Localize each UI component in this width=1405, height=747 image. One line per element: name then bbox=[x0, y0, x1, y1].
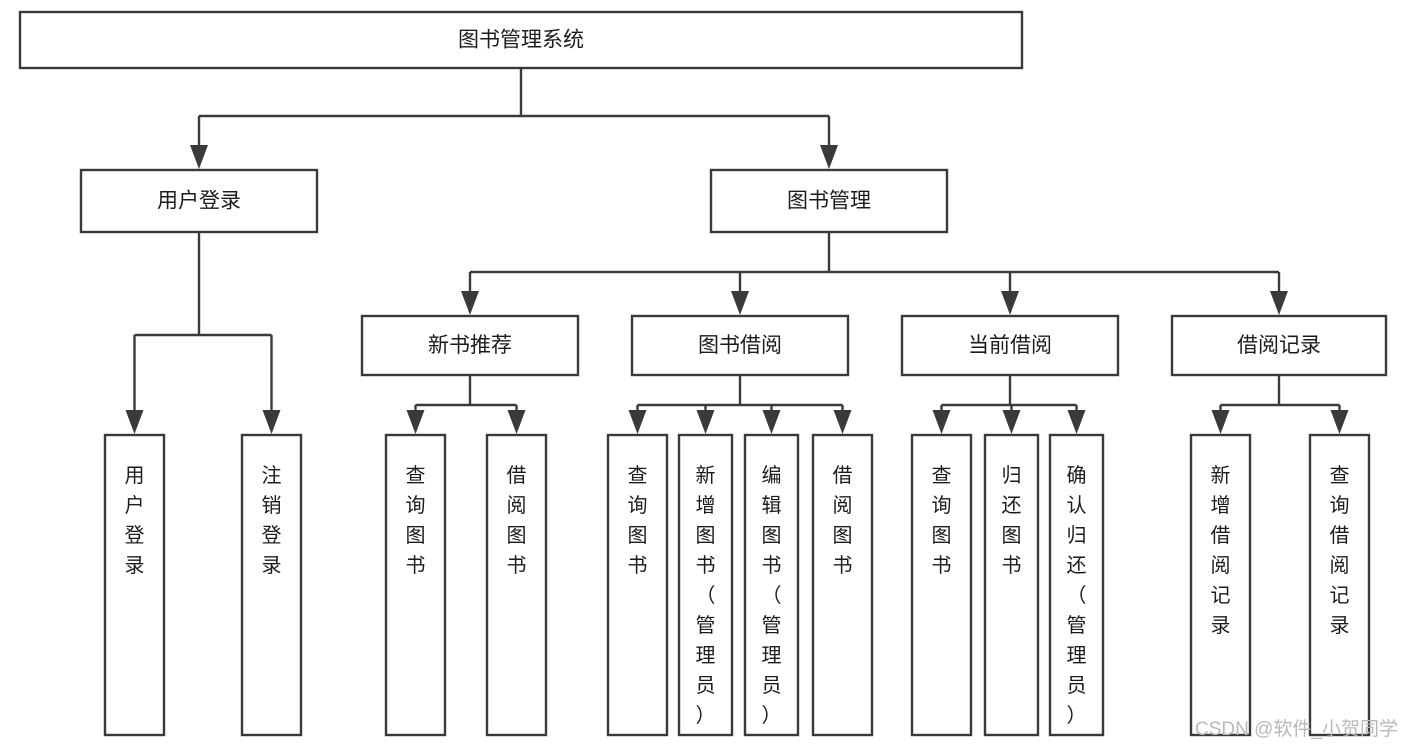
node-box[interactable] bbox=[606, 433, 669, 737]
node-leaf-return-book[interactable]: 归还图书 bbox=[983, 433, 1040, 737]
arrow-head-icon bbox=[1270, 291, 1288, 315]
node-box[interactable] bbox=[983, 433, 1040, 737]
node-label: 图书借阅 bbox=[698, 334, 782, 357]
node-leaf-edit-book-admin[interactable]: 编辑图书（管理员） bbox=[743, 433, 800, 737]
arrow-head-icon bbox=[507, 410, 526, 434]
node-label: 用户登录 bbox=[157, 190, 241, 213]
node-box[interactable] bbox=[900, 314, 1120, 377]
node-label: 借阅图书 bbox=[833, 464, 853, 577]
node-box[interactable] bbox=[103, 433, 166, 737]
node-leaf-add-book-admin[interactable]: 新增图书（管理员） bbox=[677, 433, 734, 737]
node-label: 新书推荐 bbox=[428, 334, 512, 357]
node-layer: 图书管理系统用户登录图书管理新书推荐图书借阅当前借阅借阅记录用户登录注销登录查询… bbox=[18, 10, 1388, 737]
arrow-head-icon bbox=[1002, 410, 1021, 434]
node-leaf-add-borrow-record[interactable]: 新增借阅记录 bbox=[1189, 433, 1252, 737]
node-leaf-borrow-book[interactable]: 借阅图书 bbox=[811, 433, 874, 737]
node-leaf-query-borrow-record[interactable]: 查询借阅记录 bbox=[1308, 433, 1371, 737]
node-box[interactable] bbox=[1048, 433, 1105, 737]
node-label: 借阅记录 bbox=[1237, 334, 1321, 357]
arrow-head-icon bbox=[190, 145, 208, 169]
node-leaf-user-login[interactable]: 用户登录 bbox=[103, 433, 166, 737]
node-current-borrow[interactable]: 当前借阅 bbox=[900, 314, 1120, 377]
arrow-head-icon bbox=[1067, 410, 1086, 434]
node-borrow-record[interactable]: 借阅记录 bbox=[1170, 314, 1388, 377]
node-book-manage[interactable]: 图书管理 bbox=[709, 168, 949, 234]
connector-layer bbox=[125, 68, 1349, 434]
node-label: 查询图书 bbox=[406, 464, 426, 577]
node-box[interactable] bbox=[743, 433, 800, 737]
node-leaf-borrow-book-recommend[interactable]: 借阅图书 bbox=[485, 433, 548, 737]
arrow-head-icon bbox=[932, 410, 951, 434]
node-leaf-user-logout[interactable]: 注销登录 bbox=[240, 433, 303, 737]
arrow-head-icon bbox=[820, 145, 838, 169]
arrow-head-icon bbox=[1001, 291, 1019, 315]
node-box[interactable] bbox=[240, 433, 303, 737]
node-new-book-recommend[interactable]: 新书推荐 bbox=[360, 314, 580, 377]
arrow-head-icon bbox=[1330, 410, 1349, 434]
node-label: 归还图书 bbox=[1002, 464, 1022, 577]
node-label: 查询图书 bbox=[628, 464, 648, 577]
node-box[interactable] bbox=[709, 168, 949, 234]
node-leaf-confirm-return-admin[interactable]: 确认归还（管理员） bbox=[1048, 433, 1105, 737]
arrow-head-icon bbox=[406, 410, 425, 434]
node-leaf-query-book-recommend[interactable]: 查询图书 bbox=[384, 433, 447, 737]
arrow-head-icon bbox=[262, 410, 281, 434]
node-box[interactable] bbox=[384, 433, 447, 737]
node-label: 注销登录 bbox=[262, 464, 282, 577]
node-book-borrow[interactable]: 图书借阅 bbox=[630, 314, 850, 377]
node-label: 新增图书（管理员） bbox=[696, 464, 716, 727]
node-label: 查询借阅记录 bbox=[1330, 464, 1350, 637]
arrow-head-icon bbox=[762, 410, 781, 434]
arrow-head-icon bbox=[696, 410, 715, 434]
node-box[interactable] bbox=[1189, 433, 1252, 737]
node-label: 用户登录 bbox=[125, 465, 145, 577]
arrow-head-icon bbox=[833, 410, 852, 434]
csdn-watermark: CSDN @软件_小贺同学 bbox=[1195, 718, 1398, 740]
node-label: 编辑图书（管理员） bbox=[762, 464, 782, 727]
arrow-head-icon bbox=[125, 410, 144, 434]
node-box[interactable] bbox=[677, 433, 734, 737]
node-label: 新增借阅记录 bbox=[1211, 464, 1231, 637]
node-box[interactable] bbox=[360, 314, 580, 377]
node-label: 确认归还（管理员） bbox=[1067, 464, 1087, 727]
node-box[interactable] bbox=[1308, 433, 1371, 737]
node-label: 图书管理 bbox=[787, 190, 871, 213]
arrow-head-icon bbox=[731, 291, 749, 315]
node-box[interactable] bbox=[630, 314, 850, 377]
node-box[interactable] bbox=[485, 433, 548, 737]
arrow-head-icon bbox=[628, 410, 647, 434]
node-box[interactable] bbox=[1170, 314, 1388, 377]
node-user-login[interactable]: 用户登录 bbox=[79, 168, 319, 234]
node-box[interactable] bbox=[18, 10, 1024, 70]
node-label: 借阅图书 bbox=[507, 464, 527, 577]
node-box[interactable] bbox=[79, 168, 319, 234]
node-leaf-query-book[interactable]: 查询图书 bbox=[606, 433, 669, 737]
node-label: 图书管理系统 bbox=[458, 29, 584, 52]
node-label: 当前借阅 bbox=[968, 334, 1052, 357]
node-label: 查询图书 bbox=[932, 464, 952, 577]
node-box[interactable] bbox=[910, 433, 973, 737]
node-root[interactable]: 图书管理系统 bbox=[18, 10, 1024, 70]
arrow-head-icon bbox=[1211, 410, 1230, 434]
arrow-head-icon bbox=[461, 291, 479, 315]
node-leaf-query-book-current[interactable]: 查询图书 bbox=[910, 433, 973, 737]
node-box[interactable] bbox=[811, 433, 874, 737]
